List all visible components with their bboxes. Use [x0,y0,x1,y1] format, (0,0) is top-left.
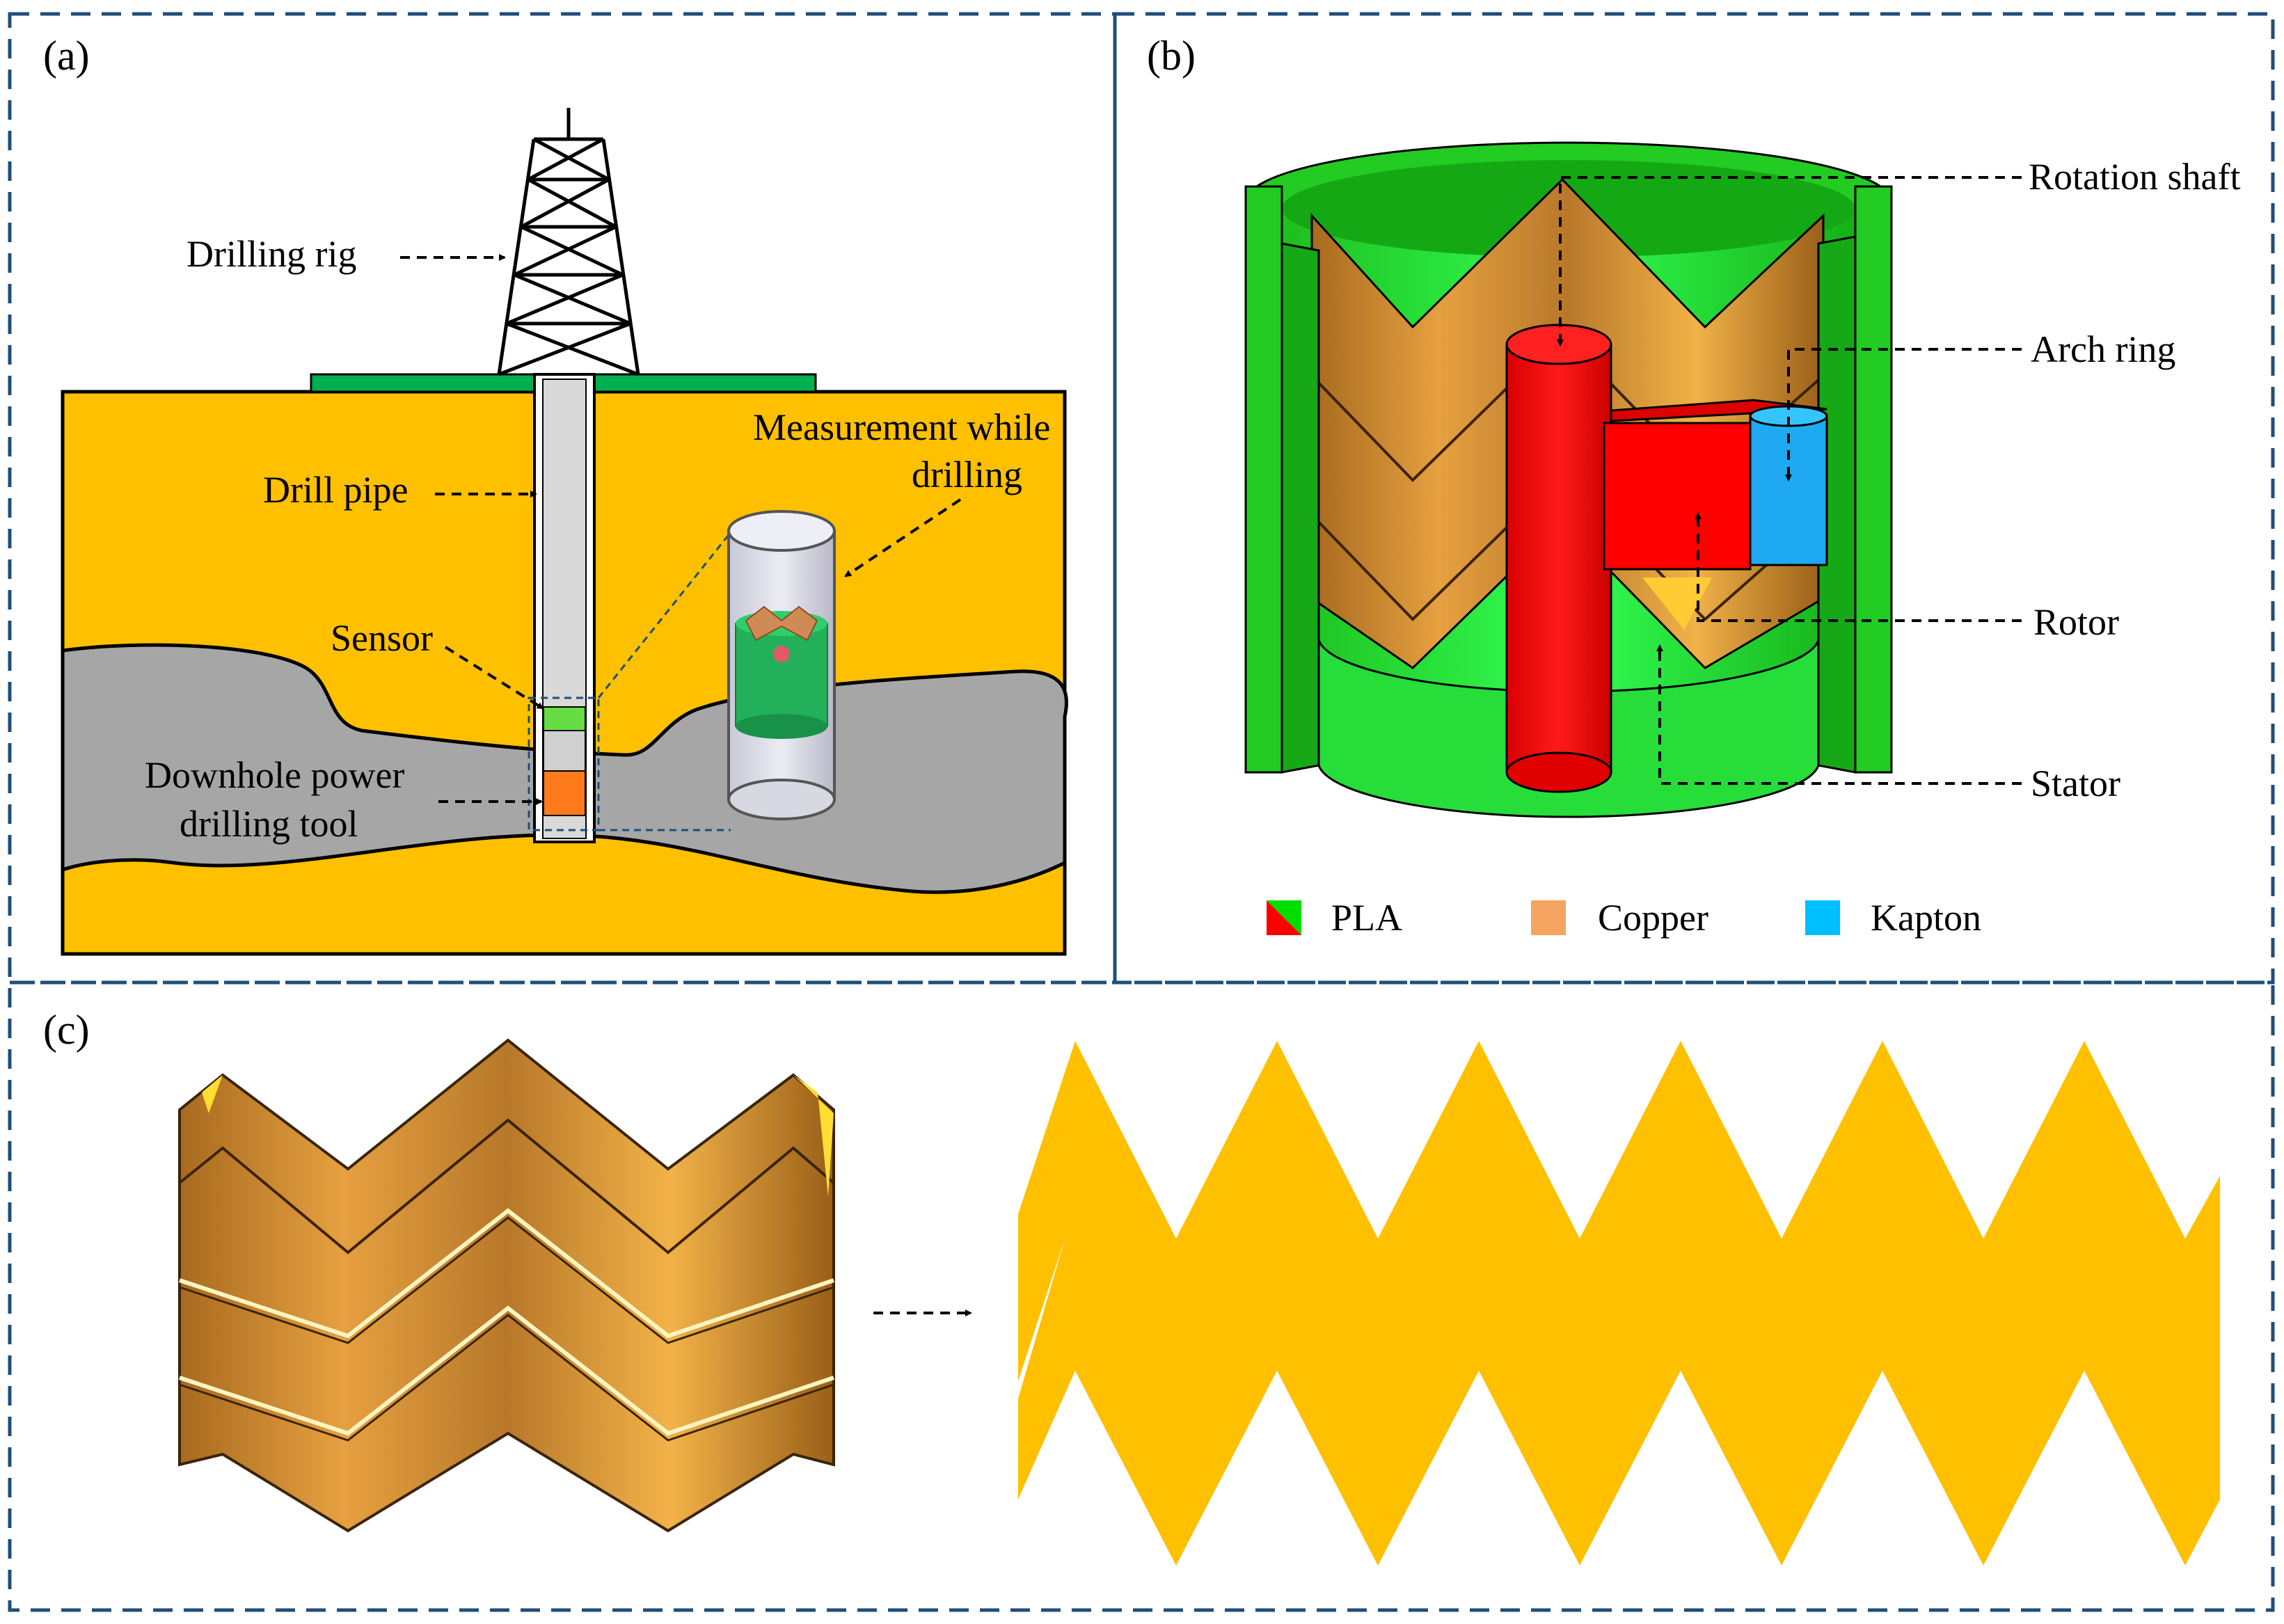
label-tool-line1: Downhole power [145,754,404,796]
label-tool-line2: drilling tool [180,803,358,845]
label-mwd-line2: drilling [912,454,1022,495]
arrow-sensor [444,646,544,710]
zigzag-pattern [1018,1041,2220,1566]
rotor-red [1603,422,1752,571]
rotor-arm-top [1610,399,1827,422]
panel-c-label: (c) [43,1007,90,1053]
label-sensor: Sensor [331,617,433,659]
drilling-rig [497,108,640,376]
arrow-rotor [1695,512,2022,622]
label-stator: Stator [2031,763,2120,804]
mwd-cylinder [727,510,836,820]
legend-label-copper: Copper [1598,897,1708,939]
label-drill-pipe: Drill pipe [263,469,408,511]
label-rotor: Rotor [2033,601,2119,643]
stator-front-left-side [1280,242,1320,774]
label-arch-ring: Arch ring [2031,328,2175,370]
stator-front-right [1854,185,1893,774]
sensor-block [543,706,586,731]
zigzag-band-top [1018,1041,2220,1402]
panel-a: Drilling rig Drill pipe Measurement whil… [61,108,1068,956]
panel-b-label: (b) [1147,33,1196,79]
label-drilling-rig: Drilling rig [187,233,356,275]
downhole-tool-block [543,770,586,816]
arrow-arch-ring [1785,348,2022,481]
arch-ring-3d [178,1038,835,1533]
stator-front-left [1244,185,1283,774]
legend-label-pla: PLA [1331,897,1402,939]
rotation-shaft [1505,343,1612,774]
panel-a-label: (a) [43,33,90,79]
panel-c-frame [8,980,2275,1612]
legend-swatch-copper [1531,900,1566,935]
stator-front-right-side [1817,235,1857,774]
sensor-gap [543,730,586,772]
panel-a-frame [8,12,1117,985]
legend: PLA Copper Kapton [1267,897,1981,939]
panel-c [178,1038,2220,1566]
arrow-mwd [844,498,962,578]
arrow-stator [1656,644,2022,785]
zigzag-band-bottom [1018,1204,2220,1566]
legend-label-kapton: Kapton [1871,897,1981,939]
arrow-rotation-shaft [1557,176,2022,347]
label-mwd-line1: Measurement while [753,406,1050,448]
zoom-box [528,696,600,831]
legend-swatch-kapton [1805,900,1840,935]
yellow-tip [1642,578,1712,630]
label-rotation-shaft: Rotation shaft [2029,156,2240,198]
panel-b: Rotation shaft Arch ring Rotor Stator PL… [1244,141,2240,939]
legend-swatch-pla-red [1267,900,1301,935]
rotation-shaft-top [1505,324,1612,365]
rotation-shaft-bottom [1505,751,1612,793]
